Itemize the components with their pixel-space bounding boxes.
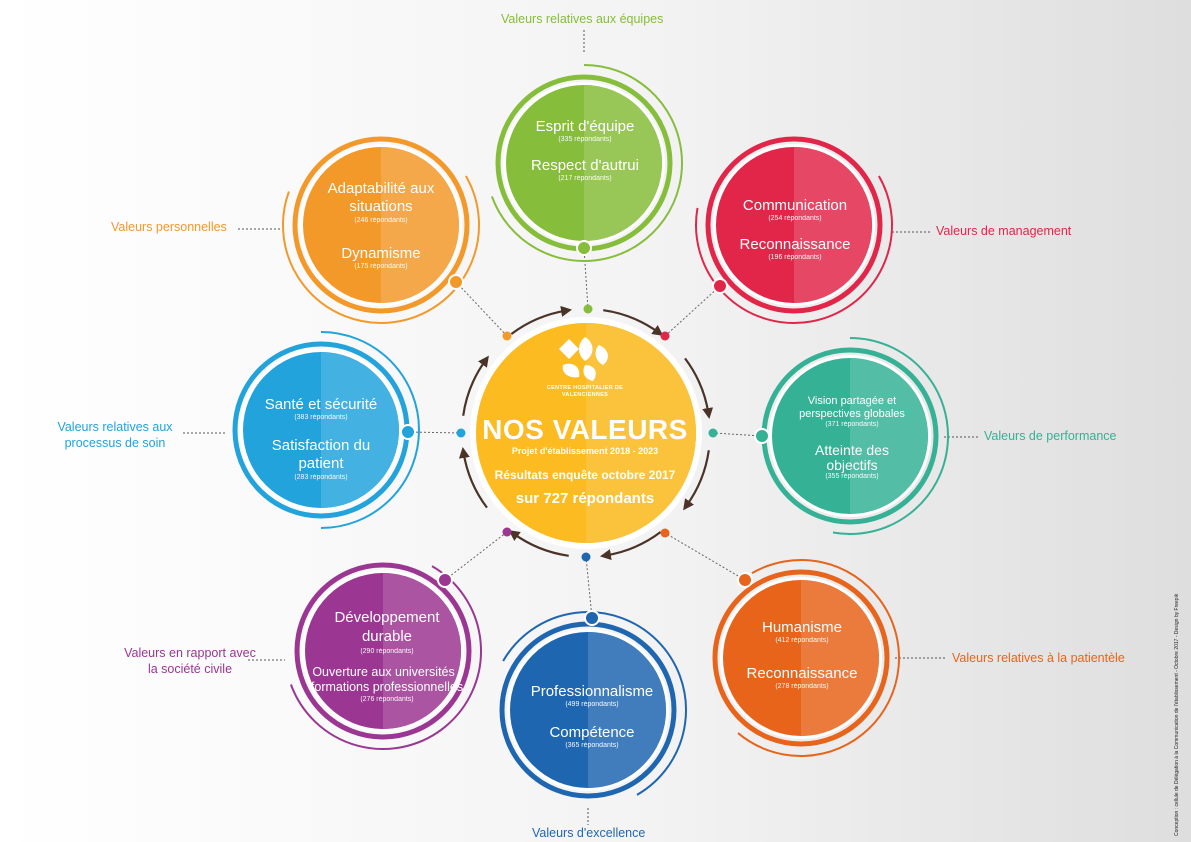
center-dot-management	[660, 331, 670, 341]
knob-personnelles	[448, 274, 464, 290]
value-reconnaissance-patientele: Reconnaissance (278 répondants)	[746, 665, 858, 690]
value-atteinte-objectifs: Atteinte des objectifs (355 répondants)	[815, 442, 889, 481]
center-dot-patientele	[660, 528, 670, 538]
circle-half-patientele	[801, 580, 879, 736]
circle-half-excellence	[588, 632, 666, 788]
circle-half-personnelles	[381, 147, 459, 303]
connector-personnelles	[455, 281, 508, 337]
center-dot-equipes	[583, 304, 593, 314]
outer-arc-management	[695, 175, 893, 324]
cycle-arrow	[603, 309, 664, 336]
category-excellence: Valeurs d'excellence	[532, 826, 646, 840]
category-societe: Valeurs en rapport avec la société civil…	[124, 646, 256, 676]
cycle-arrow	[599, 531, 662, 561]
knob-soin	[400, 424, 416, 440]
circle-half-soin	[321, 352, 399, 508]
value-sante-securite: Santé et sécurité (383 répondants)	[264, 396, 378, 421]
category-performance: Valeurs de performance	[984, 429, 1117, 443]
connector-societe	[444, 531, 508, 581]
center-respondents-line: sur 727 répondants	[515, 490, 655, 508]
outer-arc-societe	[289, 565, 482, 750]
connector-management	[664, 285, 721, 337]
value-communication: Communication (254 répondants)	[742, 197, 848, 222]
outer-arc-performance	[832, 337, 949, 535]
ring-societe	[294, 562, 472, 740]
value-developpement-durable: Développement durable (290 répondants)	[334, 609, 440, 655]
credit-text: Conception : cellule de Délégation à la …	[1174, 593, 1180, 836]
center-text: CENTRE HOSPITALIER DE VALENCIENNES NOS V…	[470, 335, 700, 507]
value-professionnalisme: Professionnalisme (499 répondants)	[530, 683, 654, 708]
circle-half-equipes	[584, 85, 662, 241]
value-respect-autrui: Respect d'autrui (217 répondants)	[531, 157, 639, 182]
center-title: NOS VALEURS	[482, 414, 688, 446]
ring-management	[705, 136, 883, 314]
hospital-logo-icon	[470, 335, 700, 385]
value-adaptabilite: Adaptabilité aux situations (246 réponda…	[327, 180, 435, 224]
center-results-line: Résultats enquête octobre 2017	[494, 468, 676, 483]
center-dot-excellence	[581, 552, 591, 562]
knob-excellence	[584, 610, 600, 626]
cycle-arrow	[684, 357, 714, 420]
connector-excellence	[585, 556, 593, 619]
knob-societe	[437, 572, 453, 588]
value-vision-partagee: Vision partagée et perspectives globales…	[799, 395, 905, 429]
category-management: Valeurs de management	[936, 224, 1072, 238]
value-ouverture-universites: Ouverture aux universités / formations p…	[310, 665, 464, 703]
cycle-arrow	[462, 355, 489, 416]
value-dynamisme: Dynamisme (175 répondants)	[341, 245, 421, 270]
center-dot-personnelles	[502, 331, 512, 341]
cycle-arrow	[508, 530, 569, 557]
value-humanisme: Humanisme (412 répondants)	[761, 619, 843, 644]
category-soin: Valeurs relatives aux processus de soin	[57, 420, 173, 450]
cycle-arrow	[458, 446, 488, 509]
category-patientele: Valeurs relatives à la patientèle	[952, 651, 1125, 665]
outer-arc-excellence	[502, 611, 687, 796]
value-esprit-equipe: Esprit d'équipe (335 répondants)	[535, 118, 635, 143]
outer-arc-equipes	[490, 64, 683, 262]
cycle-arrow	[683, 450, 710, 511]
center-dot-soin	[456, 428, 466, 438]
center-dot-societe	[502, 527, 512, 537]
center-dot-performance	[708, 428, 718, 438]
value-satisfaction-patient: Satisfaction du patient (283 répondants)	[271, 437, 371, 481]
cycle-arrow	[510, 305, 573, 335]
outer-arc-personnelles	[282, 175, 480, 324]
knob-performance	[754, 428, 770, 444]
center-circle-half	[586, 323, 696, 543]
connector-patientele	[664, 532, 746, 581]
connector-soin	[407, 431, 462, 434]
circle-half-societe	[383, 573, 461, 729]
knob-equipes	[576, 240, 592, 256]
circle-half-management	[794, 147, 872, 303]
category-equipes: Valeurs relatives aux équipes	[501, 12, 664, 26]
value-competence: Compétence (365 répondants)	[549, 724, 635, 749]
outer-arc-soin	[320, 331, 420, 529]
knob-patientele	[737, 572, 753, 588]
organisation-name: CENTRE HOSPITALIER DE VALENCIENNES	[546, 385, 624, 398]
connector-performance	[712, 432, 763, 437]
circle-half-performance	[850, 358, 928, 514]
ring-personnelles	[292, 136, 470, 314]
knob-management	[712, 278, 728, 294]
center-subtitle: Projet d'établissement 2018 - 2023	[511, 446, 659, 457]
value-reconnaissance-management: Reconnaissance (196 répondants)	[739, 236, 851, 261]
connector-equipes	[583, 247, 589, 310]
outer-arc-patientele	[737, 559, 900, 757]
category-personnelles: Valeurs personnelles	[111, 220, 227, 234]
ring-patientele	[712, 569, 890, 747]
